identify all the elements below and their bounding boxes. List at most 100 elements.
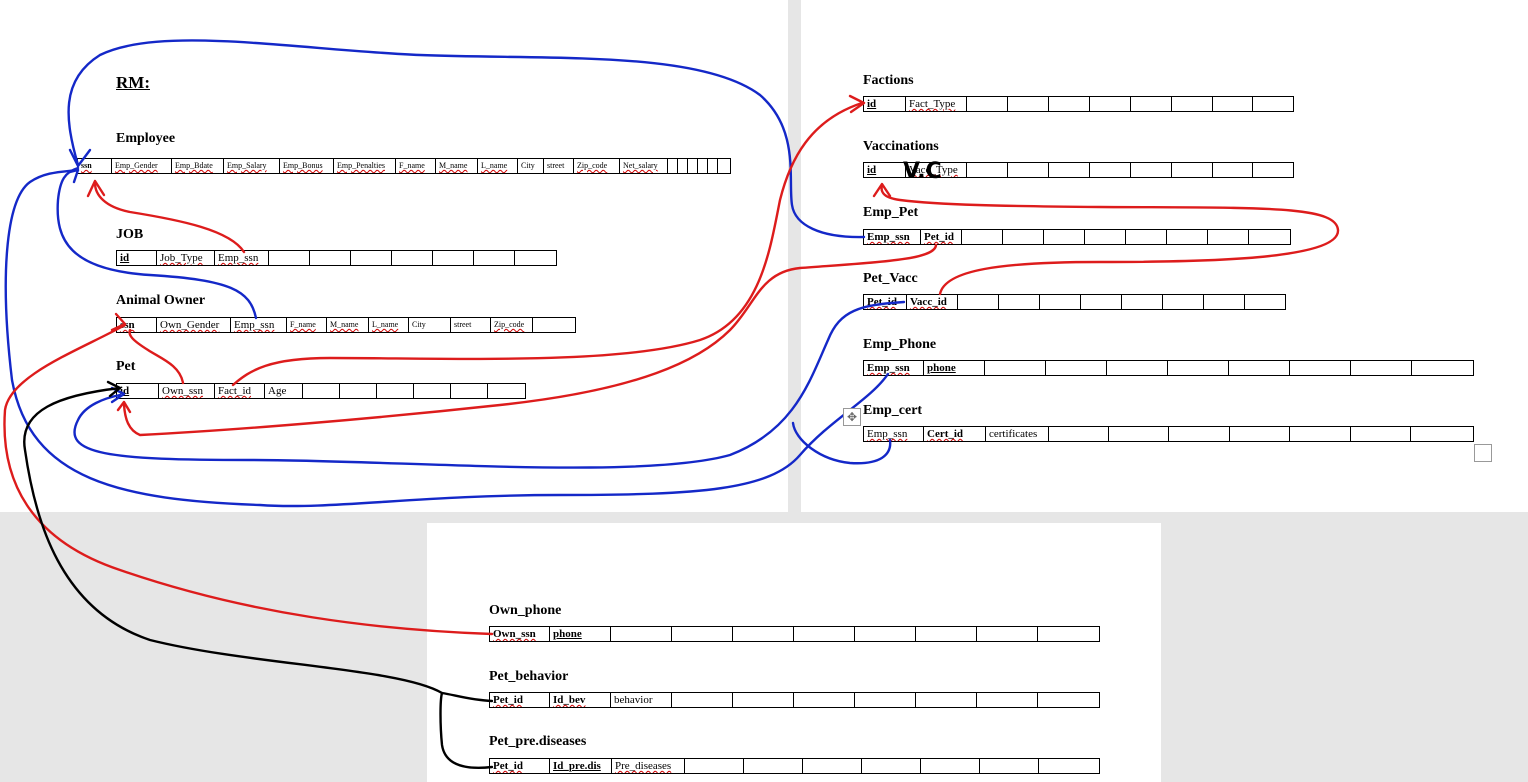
cell: F_name	[395, 158, 436, 174]
cell	[707, 158, 718, 174]
cell: M_name	[435, 158, 478, 174]
own-phone-table: Own_ssn phone	[489, 626, 1100, 642]
cell: phone	[549, 626, 611, 642]
cell	[998, 294, 1040, 310]
animal-owner-table: ssn Own_Gender Emp_ssn F_name M_name L_n…	[116, 317, 576, 333]
cell: Age	[264, 383, 303, 399]
move-handle-icon[interactable]: ✥	[843, 408, 861, 426]
resize-handle-icon[interactable]	[1474, 444, 1492, 462]
own-phone-title: Own_phone	[489, 603, 562, 618]
job-title: JOB	[116, 227, 144, 242]
cell: behavior	[610, 692, 672, 708]
cell: Emp_ssn	[863, 360, 924, 376]
factions-table: id Fact_Type	[863, 96, 1294, 112]
cell: Emp_ssn	[863, 229, 921, 245]
vaccinations-table: id Vacc_Type	[863, 162, 1294, 178]
cell: id	[116, 250, 157, 266]
cell	[854, 626, 916, 642]
cell	[732, 692, 794, 708]
cell	[1248, 229, 1291, 245]
employee-table: ssn Emp_Gender Emp_Bdate Emp_Salary Emp_…	[77, 158, 731, 174]
cell	[1089, 162, 1131, 178]
cell	[1207, 229, 1249, 245]
cell	[1130, 162, 1172, 178]
cell	[1228, 360, 1290, 376]
cell	[1048, 426, 1109, 442]
cell	[1252, 162, 1294, 178]
cell: Emp_Gender	[111, 158, 172, 174]
cell	[1168, 426, 1230, 442]
cell: Emp_ssn	[230, 317, 287, 333]
pet-vacc-title: Pet_Vacc	[863, 271, 918, 286]
cell	[915, 626, 977, 642]
cell	[984, 360, 1046, 376]
cell: ssn	[116, 317, 157, 333]
cell: Zip_code	[490, 317, 533, 333]
cell: Own_Gender	[156, 317, 231, 333]
pet-vacc-table: Pet_id Vacc_id	[863, 294, 1286, 310]
cell	[391, 250, 433, 266]
cell: street	[450, 317, 491, 333]
cell: id	[863, 162, 906, 178]
emp-cert-title: Emp_cert	[863, 403, 923, 418]
cell: Fact_id	[214, 383, 265, 399]
cell	[309, 250, 351, 266]
cell: street	[543, 158, 574, 174]
cell: Pet_id	[489, 758, 550, 774]
cell: Cert_id	[923, 426, 986, 442]
cell	[268, 250, 310, 266]
emp-phone-title: Emp_Phone	[863, 337, 937, 352]
animal-owner-title: Animal Owner	[116, 293, 206, 308]
cell	[1411, 360, 1474, 376]
rm-heading: RM:	[116, 73, 150, 92]
cell: Vacc_Type	[905, 162, 967, 178]
cell	[1125, 229, 1167, 245]
cell: Pre_diseases	[611, 758, 685, 774]
cell	[976, 692, 1038, 708]
cell: Pet_id	[863, 294, 907, 310]
cell: Emp_ssn	[214, 250, 269, 266]
cell	[1106, 360, 1168, 376]
cell	[532, 317, 576, 333]
cell	[1203, 294, 1245, 310]
cell: Emp_Salary	[223, 158, 280, 174]
pet-pre-diseases-title: Pet_pre.diseases	[489, 734, 587, 749]
cell	[793, 692, 855, 708]
factions-title: Factions	[863, 73, 914, 88]
cell	[1089, 96, 1131, 112]
cell: Id_bev	[549, 692, 611, 708]
cell	[432, 250, 474, 266]
cell	[1002, 229, 1044, 245]
cell: City	[517, 158, 544, 174]
cell	[671, 626, 733, 642]
cell	[1080, 294, 1122, 310]
cell	[966, 96, 1008, 112]
pet-behavior-table: Pet_id Id_bev behavior	[489, 692, 1100, 708]
cell	[610, 626, 672, 642]
cell	[1350, 360, 1412, 376]
cell: M_name	[326, 317, 369, 333]
cell: Own_ssn	[158, 383, 215, 399]
cell	[1121, 294, 1163, 310]
cell	[1007, 162, 1049, 178]
cell	[976, 626, 1038, 642]
cell	[1108, 426, 1169, 442]
cell	[957, 294, 999, 310]
cell	[717, 158, 731, 174]
cell	[861, 758, 921, 774]
cell	[1048, 96, 1090, 112]
cell: ssn	[77, 158, 112, 174]
cell	[1212, 96, 1253, 112]
cell	[1037, 626, 1100, 642]
cell: id	[116, 383, 159, 399]
emp-pet-title: Emp_Pet	[863, 205, 919, 220]
cell: Pet_id	[489, 692, 550, 708]
cell	[854, 692, 916, 708]
cell	[1045, 360, 1107, 376]
cell	[1244, 294, 1286, 310]
cell	[1171, 162, 1213, 178]
cell: Emp_Bonus	[279, 158, 334, 174]
cell: Net_salary	[619, 158, 668, 174]
cell: Own_ssn	[489, 626, 550, 642]
cell	[350, 250, 392, 266]
